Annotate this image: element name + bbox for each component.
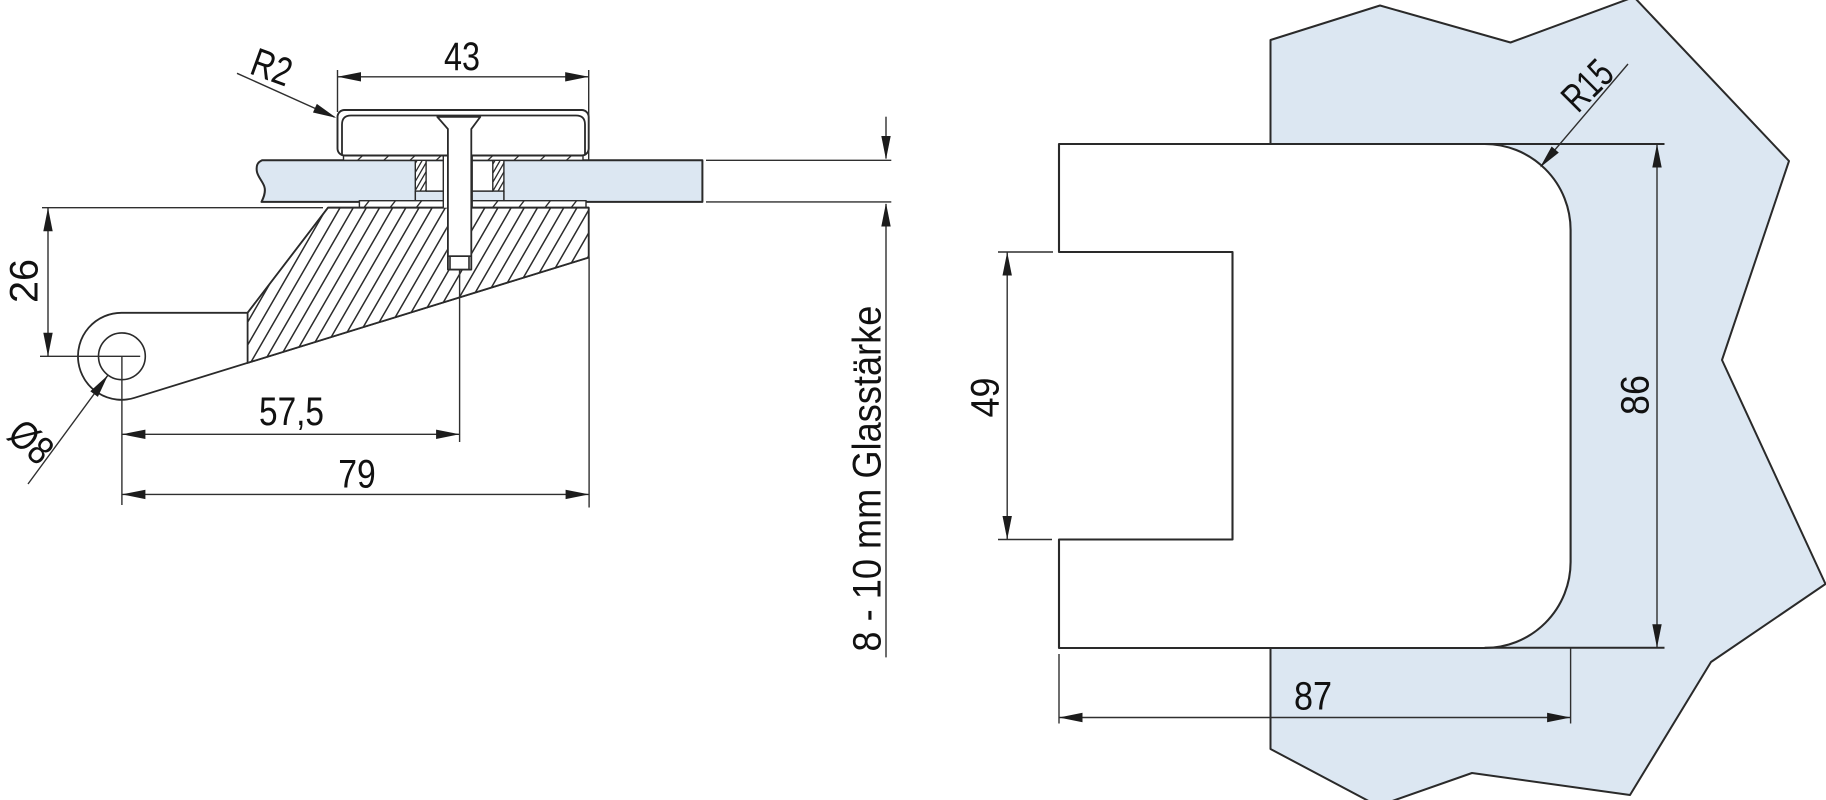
svg-text:86: 86 [1614,375,1658,415]
svg-text:R2: R2 [245,40,298,95]
svg-text:Ø8: Ø8 [0,411,62,473]
svg-text:87: 87 [1294,675,1332,719]
svg-text:43: 43 [444,35,480,79]
svg-text:8 - 10 mm Glasstärke: 8 - 10 mm Glasstärke [846,306,890,652]
svg-text:79: 79 [338,453,376,497]
svg-text:57,5: 57,5 [259,390,324,434]
svg-text:26: 26 [3,259,47,303]
svg-text:49: 49 [964,378,1008,418]
